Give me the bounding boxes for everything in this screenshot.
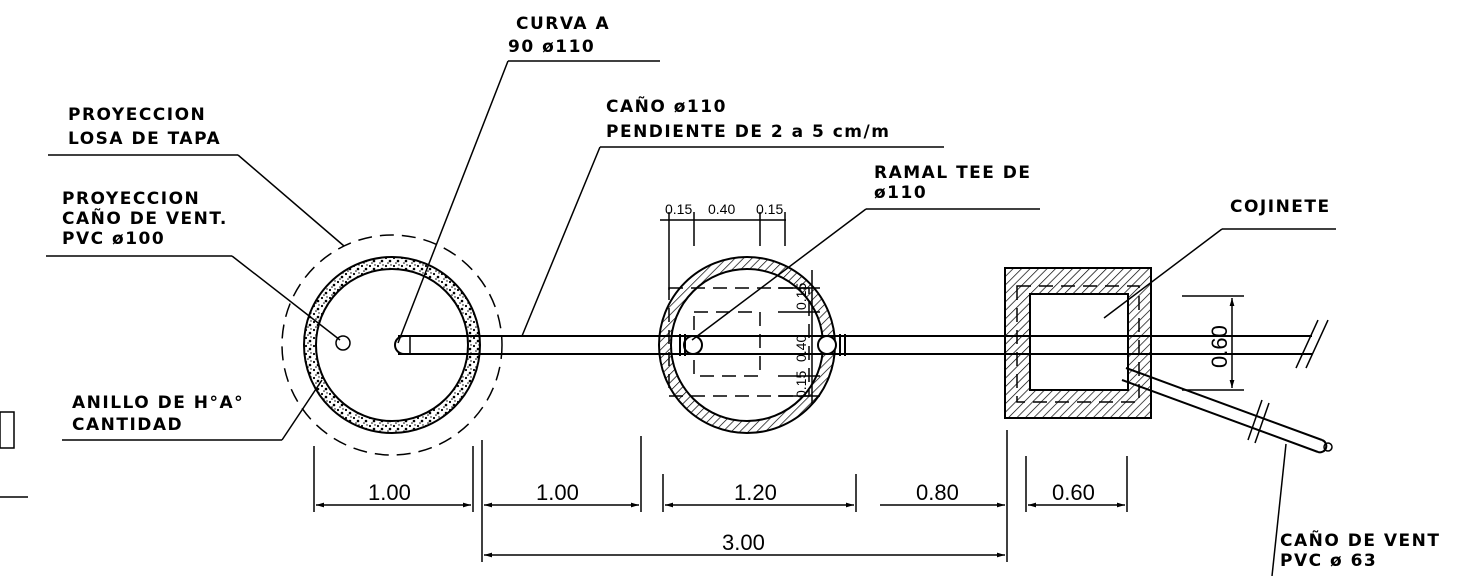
dim-box-height: 0.60 [1182, 295, 1244, 391]
dim-box-height-text: 0.60 [1207, 325, 1232, 368]
dim-side-b: 0.40 [793, 335, 809, 362]
label-proy-losa: PROYECCION LOSA DE TAPA [48, 105, 345, 247]
svg-text:CURVA A: CURVA A [516, 14, 610, 34]
box-dashed [1016, 285, 1140, 403]
svg-text:PVC ø100: PVC ø100 [62, 229, 165, 249]
dim-middle-top: 0.15 0.40 0.15 [660, 201, 786, 290]
dim-top-c: 0.15 [756, 201, 783, 217]
dim-chain: 1.00 1.00 1.20 0.80 0.60 3.00 [313, 430, 1128, 562]
dim-side-c: 0.15 [793, 371, 809, 398]
svg-text:CAÑO DE VENT: CAÑO DE VENT [1280, 528, 1440, 551]
main-pipe [394, 319, 1329, 369]
dim-side-a: 0.15 [793, 283, 809, 310]
svg-text:CAÑO ø110: CAÑO ø110 [606, 94, 727, 117]
svg-text:ANILLO DE H°A°: ANILLO DE H°A° [72, 393, 244, 413]
svg-text:PROYECCION: PROYECCION [68, 105, 206, 125]
dim-middle-side: 0.15 0.40 0.15 [778, 270, 820, 404]
ring-inner [315, 268, 469, 422]
left-chamber [281, 234, 503, 456]
vent-pipe [1121, 367, 1333, 454]
tee-fitting-right [817, 335, 837, 355]
dim-d4: 0.80 [916, 480, 959, 505]
svg-text:PENDIENTE DE 2 a 5 cm/m: PENDIENTE DE 2 a 5 cm/m [606, 122, 890, 142]
label-proy-cano: PROYECCION CAÑO DE VENT. PVC ø100 [46, 189, 341, 341]
box-interior [1029, 293, 1129, 391]
dim-top-b: 0.40 [708, 201, 735, 217]
dashed-outer-square [668, 287, 810, 397]
svg-text:PROYECCION: PROYECCION [62, 189, 200, 209]
svg-text:ø110: ø110 [874, 183, 927, 203]
vent-pipe-projection-circle [335, 335, 351, 351]
svg-text:CANTIDAD: CANTIDAD [72, 415, 183, 435]
svg-text:RAMAL TEE DE: RAMAL TEE DE [874, 163, 1032, 183]
svg-text:90 ø110: 90 ø110 [508, 37, 595, 57]
label-ramal: RAMAL TEE DE ø110 [691, 163, 1040, 341]
dim-total: 3.00 [722, 530, 765, 555]
dim-d5: 0.60 [1052, 480, 1095, 505]
label-anillo: ANILLO DE H°A° CANTIDAD [62, 379, 323, 441]
svg-text:CAÑO DE VENT.: CAÑO DE VENT. [62, 206, 228, 229]
label-cano: CAÑO ø110 PENDIENTE DE 2 a 5 cm/m [521, 94, 944, 337]
svg-text:PVC ø 63: PVC ø 63 [1280, 551, 1377, 571]
dim-top-a: 0.15 [665, 201, 692, 217]
projection-slab-circle [281, 234, 503, 456]
middle-chamber [658, 256, 846, 434]
break-mark [1295, 319, 1319, 369]
label-vent: CAÑO DE VENT PVC ø 63 [1271, 443, 1440, 576]
svg-text:LOSA DE TAPA: LOSA DE TAPA [68, 129, 221, 149]
dim-d3: 1.20 [734, 480, 777, 505]
dim-d1: 1.00 [368, 480, 411, 505]
dim-d2: 1.00 [536, 480, 579, 505]
right-box [1004, 267, 1152, 419]
svg-text:COJINETE: COJINETE [1230, 197, 1331, 217]
margin-frame [0, 411, 15, 449]
label-curva: CURVA A 90 ø110 [397, 14, 660, 344]
label-cojinete: COJINETE [1103, 197, 1336, 319]
